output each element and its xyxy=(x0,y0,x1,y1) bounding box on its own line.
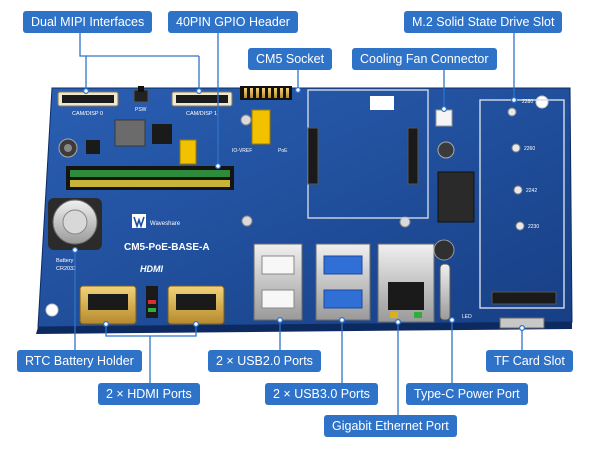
callout-typec-power: Type-C Power Port xyxy=(406,383,528,405)
silk-poe: PoE xyxy=(278,148,288,154)
silk-battery: Battery xyxy=(56,258,74,264)
callout-cm5-socket: CM5 Socket xyxy=(248,48,333,70)
hdmi-port-0 xyxy=(79,285,137,325)
ic-chip xyxy=(152,124,172,144)
callout-m2-slot: M.2 Solid State Drive Slot xyxy=(404,11,563,33)
silk-m2-2280: 2280 xyxy=(522,99,533,105)
callout-tf-card: TF Card Slot xyxy=(486,350,573,372)
brand-text: Waveshare xyxy=(150,221,181,227)
rtc-battery-holder xyxy=(48,198,102,250)
callout-usb3-ports: 2 × USB3.0 Ports xyxy=(265,383,378,405)
silk-io-vref: IO-VREF xyxy=(232,148,252,154)
hdmi-logo: HDMI xyxy=(140,264,163,274)
callout-gpio: 40PIN GPIO Header xyxy=(168,11,298,33)
waveshare-logo xyxy=(132,214,146,229)
callout-ethernet: Gigabit Ethernet Port xyxy=(324,415,457,437)
leader-lines xyxy=(71,33,526,415)
fan-connector xyxy=(435,109,453,127)
callout-dual-mipi: Dual MIPI Interfaces xyxy=(23,11,153,33)
inductor-chip xyxy=(114,119,146,147)
hdmi-port-1 xyxy=(167,285,225,325)
mipi-connector-1 xyxy=(171,91,233,107)
board-name: CM5-PoE-BASE-A xyxy=(124,242,210,253)
gpio-header xyxy=(66,166,234,190)
silk-cam-left: CAM/DISP 0 xyxy=(72,111,103,117)
jumper-io-vref xyxy=(251,109,271,145)
silk-m2-2260: 2260 xyxy=(524,146,535,152)
callout-cooling-fan: Cooling Fan Connector xyxy=(352,48,497,70)
callout-rtc-battery: RTC Battery Holder xyxy=(17,350,142,372)
cm5-socket-area xyxy=(307,89,429,219)
silk-m2-2242: 2242 xyxy=(526,188,537,194)
silk-m2-2230: 2230 xyxy=(528,224,539,230)
poe-header xyxy=(240,86,292,100)
silk-cam-right: CAM/DISP 1 xyxy=(186,111,217,117)
usb3-ports xyxy=(315,243,371,321)
jumper-block xyxy=(179,139,197,165)
silk-cr2032: CR2032 xyxy=(56,266,76,272)
silk-led: LED xyxy=(462,314,472,320)
ic-chip-small xyxy=(86,140,100,154)
typec-port xyxy=(433,239,455,321)
ethernet-port xyxy=(377,243,435,323)
inductor-2 xyxy=(437,171,475,223)
leader-mipi xyxy=(79,33,148,57)
silk-pwr: PSW xyxy=(135,107,147,113)
callout-hdmi-ports: 2 × HDMI Ports xyxy=(98,383,200,405)
capacitor-2 xyxy=(437,141,455,159)
usb2-ports xyxy=(253,243,303,321)
callout-usb2-ports: 2 × USB2.0 Ports xyxy=(208,350,321,372)
leader-hdmi-bracket xyxy=(105,324,197,337)
mipi-connector-0 xyxy=(57,91,119,107)
m2-slot-area xyxy=(479,99,565,309)
power-button xyxy=(133,86,149,103)
